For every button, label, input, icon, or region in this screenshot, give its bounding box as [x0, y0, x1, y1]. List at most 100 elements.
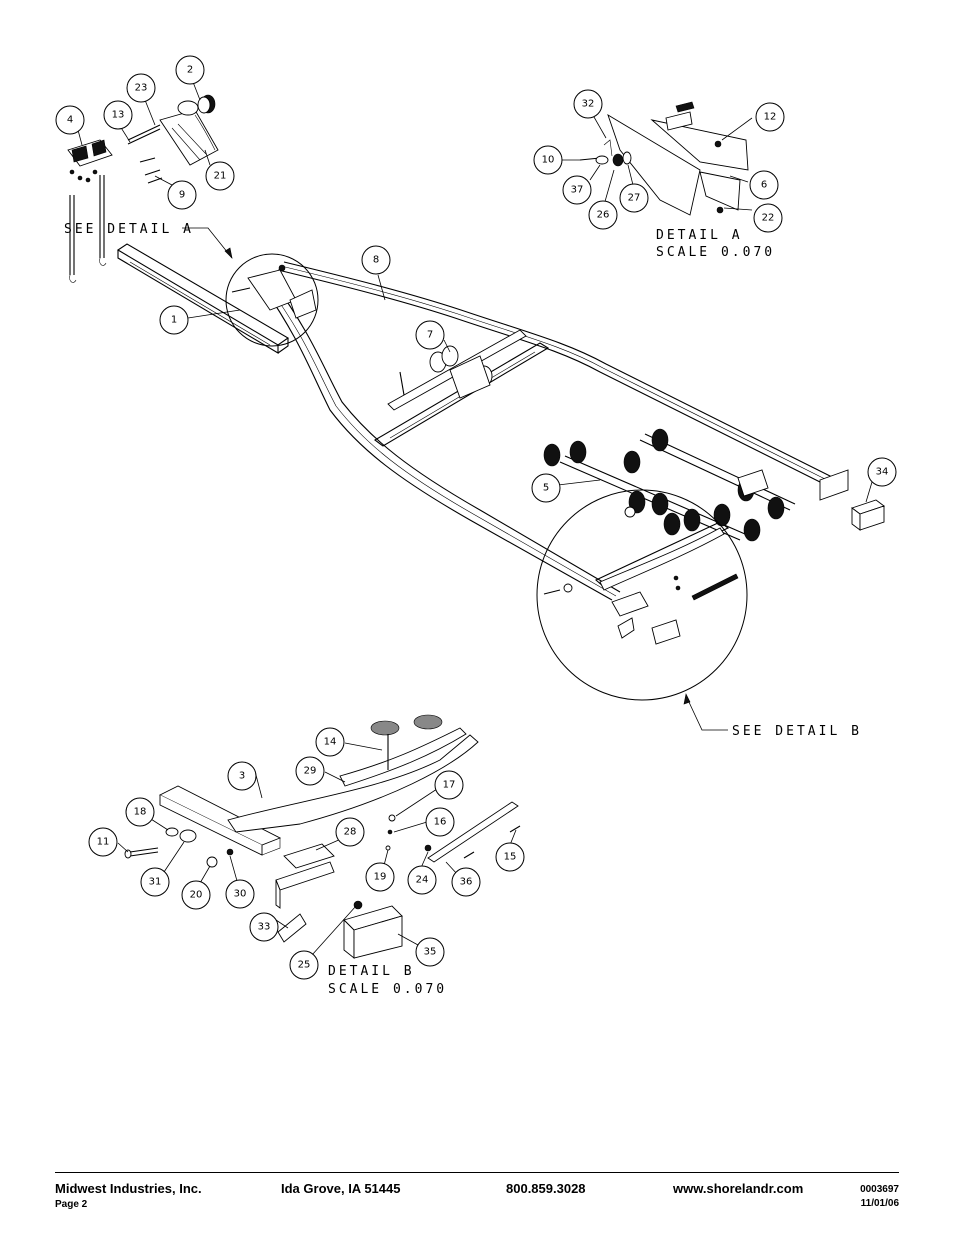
- callout-18: 18: [125, 797, 155, 827]
- svg-text:3: 3: [239, 771, 245, 782]
- callouts-detail-a: 6 10 12 22 26 27 32 37: [533, 89, 785, 233]
- callout-30: 30: [225, 879, 255, 909]
- svg-text:18: 18: [134, 807, 147, 818]
- detail-b-scale: SCALE 0.070: [328, 982, 447, 997]
- detail-a-scale: SCALE 0.070: [656, 245, 775, 260]
- svg-text:12: 12: [764, 112, 777, 123]
- callout-4: 4: [55, 105, 85, 135]
- detail-a-title: DETAIL A: [656, 228, 743, 243]
- callout-9: 9: [167, 180, 197, 210]
- bow-post-part-4: [67, 139, 113, 283]
- callouts-detail-b: 3 11 14 15 16 17 18 19 20 24 25 28 29 30…: [88, 727, 525, 980]
- detail-a-view: [579, 101, 749, 216]
- callouts-main: 1 2 4 5 7 8 9 13 21 23 34: [55, 55, 897, 503]
- svg-text:24: 24: [416, 875, 429, 886]
- svg-text:8: 8: [373, 255, 379, 266]
- svg-text:27: 27: [628, 193, 641, 204]
- svg-text:30: 30: [234, 889, 247, 900]
- footer-city: Ida Grove, IA 51445: [281, 1181, 401, 1196]
- svg-text:33: 33: [258, 922, 271, 933]
- svg-text:31: 31: [149, 877, 162, 888]
- svg-text:22: 22: [762, 213, 775, 224]
- callout-11: 11: [88, 827, 118, 857]
- callout-13: 13: [103, 100, 133, 130]
- callout-7: 7: [415, 320, 445, 350]
- svg-text:26: 26: [597, 210, 610, 221]
- callout-19: 19: [365, 862, 395, 892]
- callout-26: 26: [588, 200, 618, 230]
- callout-37: 37: [562, 175, 592, 205]
- svg-text:1: 1: [171, 315, 177, 326]
- footer-company: Midwest Industries, Inc.: [55, 1181, 202, 1196]
- detail-b-title: DETAIL B: [328, 964, 415, 979]
- svg-text:16: 16: [434, 817, 447, 828]
- svg-text:17: 17: [443, 780, 456, 791]
- callout-1: 1: [159, 305, 189, 335]
- svg-text:28: 28: [344, 827, 357, 838]
- callout-20: 20: [181, 880, 211, 910]
- callout-29: 29: [295, 756, 325, 786]
- svg-text:13: 13: [112, 110, 125, 121]
- callout-17: 17: [434, 770, 464, 800]
- end-cap-part-34: [851, 499, 885, 531]
- svg-text:9: 9: [179, 190, 185, 201]
- svg-text:29: 29: [304, 766, 317, 777]
- callout-14: 14: [315, 727, 345, 757]
- svg-text:6: 6: [761, 180, 767, 191]
- footer-doc-number: 0003697: [860, 1184, 899, 1195]
- footer-date: 11/01/06: [860, 1198, 899, 1209]
- footer-website: www.shorelandr.com: [673, 1181, 804, 1196]
- callout-3: 3: [227, 761, 257, 791]
- callout-5: 5: [531, 473, 561, 503]
- footer-phone: 800.859.3028: [506, 1181, 586, 1196]
- page-footer: Midwest Industries, Inc. Page 2 Ida Grov…: [55, 1172, 899, 1213]
- svg-text:11: 11: [97, 837, 110, 848]
- see-detail-a-label: SEE DETAIL A: [64, 222, 194, 237]
- callout-22: 22: [753, 203, 783, 233]
- detail-a-callout-circle: [225, 253, 319, 347]
- callout-35: 35: [415, 937, 445, 967]
- callout-31: 31: [140, 867, 170, 897]
- svg-text:10: 10: [542, 155, 555, 166]
- callout-15: 15: [495, 842, 525, 872]
- callout-12: 12: [755, 102, 785, 132]
- svg-text:15: 15: [504, 852, 517, 863]
- callout-27: 27: [619, 183, 649, 213]
- callout-36: 36: [451, 867, 481, 897]
- svg-text:37: 37: [571, 185, 584, 196]
- detail-b-view: [124, 714, 521, 959]
- detail-b-callout-circle: [536, 489, 748, 701]
- callout-23: 23: [126, 73, 156, 103]
- svg-text:19: 19: [374, 872, 387, 883]
- callout-33: 33: [249, 912, 279, 942]
- callout-6: 6: [749, 170, 779, 200]
- callout-16: 16: [425, 807, 455, 837]
- callout-34: 34: [867, 457, 897, 487]
- footer-page-number: Page 2: [55, 1199, 88, 1210]
- callout-8: 8: [361, 245, 391, 275]
- callout-21: 21: [205, 161, 235, 191]
- svg-text:5: 5: [543, 483, 549, 494]
- svg-text:21: 21: [214, 171, 227, 182]
- svg-text:20: 20: [190, 890, 203, 901]
- leader-lines: [77, 81, 873, 956]
- svg-text:36: 36: [460, 877, 473, 888]
- svg-text:25: 25: [298, 960, 311, 971]
- svg-text:7: 7: [427, 330, 433, 341]
- callout-10: 10: [533, 145, 563, 175]
- callout-25: 25: [289, 950, 319, 980]
- svg-text:2: 2: [187, 65, 193, 76]
- svg-text:23: 23: [135, 83, 148, 94]
- svg-text:4: 4: [67, 115, 73, 126]
- svg-text:34: 34: [876, 467, 889, 478]
- callout-2: 2: [175, 55, 205, 85]
- svg-text:35: 35: [424, 947, 437, 958]
- trailer-frame: [116, 243, 849, 601]
- roller-axles-part-5: [543, 428, 796, 542]
- winch-assembly: [127, 94, 219, 184]
- svg-text:32: 32: [582, 99, 595, 110]
- see-detail-b-label: SEE DETAIL B: [732, 724, 862, 739]
- callout-24: 24: [407, 865, 437, 895]
- callout-32: 32: [573, 89, 603, 119]
